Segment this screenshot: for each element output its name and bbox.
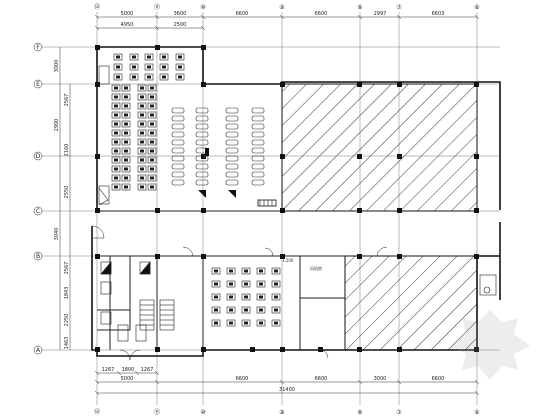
axis-label-left-B: B <box>36 253 40 260</box>
room-label-level: 1.200 <box>282 258 294 263</box>
axis-label-left-A: A <box>36 347 41 354</box>
left-edge-fixtures <box>98 65 110 206</box>
axis-label-bottom-11: ⑪ <box>154 408 160 416</box>
axis-label-bottom-10: ⑩ <box>200 409 205 416</box>
bottom-axis-labels: ⑫ ⑪ ⑩ ⑨ ⑧ ⑦ ⑥ <box>94 408 480 416</box>
dim-left-2: 2567 <box>64 94 70 107</box>
hatched-area-south <box>344 255 478 351</box>
axis-label-bottom-8: ⑧ <box>357 409 362 416</box>
axis-label-top-9: ⑨ <box>279 4 284 11</box>
dim-top-3: 6600 <box>236 11 249 17</box>
axis-label-left-F: F <box>36 44 40 51</box>
axis-label-top-11: ⑪ <box>154 3 160 11</box>
axis-label-left-C: C <box>36 208 40 215</box>
dim-left-4: 2160 <box>64 144 70 157</box>
left-dimension-text: 3000 2567 2900 2160 2550 3040 2567 1843 … <box>54 60 70 350</box>
dim-bottom-1: 5000 <box>121 376 134 382</box>
watermark-emblem <box>450 310 530 380</box>
dim-bottom-sub-2: 1800 <box>122 367 135 373</box>
axis-label-left-E: E <box>36 81 40 88</box>
axis-label-left-D: D <box>36 153 41 160</box>
dim-left-7: 2567 <box>64 262 70 275</box>
dim-top-2: 3600 <box>174 11 187 17</box>
dim-bottom-total: 31400 <box>279 387 295 393</box>
dim-bottom-5: 6600 <box>432 376 445 382</box>
dim-top-sub-2: 2500 <box>174 22 187 28</box>
left-dimension-lines <box>59 47 71 350</box>
axis-label-bottom-6: ⑥ <box>474 409 479 416</box>
axis-label-top-10: ⑩ <box>200 4 205 11</box>
dim-top-6: 6603 <box>432 11 445 17</box>
dim-top-sub-1: 4950 <box>121 22 134 28</box>
axis-label-top-6: ⑥ <box>474 4 479 11</box>
left-axis-labels: F E D C B A <box>33 42 43 355</box>
seating-block-left <box>111 84 157 191</box>
structural-columns <box>95 45 479 352</box>
dim-left-6: 3040 <box>54 228 60 241</box>
dim-bottom-sub-1: 1267 <box>102 367 115 373</box>
bottom-dimension-lines <box>94 370 480 396</box>
dim-top-1: 5000 <box>121 11 134 17</box>
classroom-seats <box>211 267 281 327</box>
dim-top-5: 2997 <box>374 11 387 17</box>
door-swings <box>91 225 388 361</box>
right-side-element <box>479 274 497 296</box>
dim-left-9: 2250 <box>64 314 70 327</box>
dim-left-10: 1463 <box>64 337 70 350</box>
dim-left-3: 2900 <box>54 119 60 132</box>
bottom-dimension-text: 1267 1800 1267 5000 6600 6600 3000 6600 … <box>102 367 445 393</box>
dim-bottom-sub-3: 1267 <box>141 367 154 373</box>
dim-bottom-3: 6600 <box>315 376 328 382</box>
dim-top-4: 6600 <box>315 11 328 17</box>
top-dimension-lines <box>94 14 480 31</box>
seating-block-top <box>113 53 185 81</box>
axis-label-top-8: ⑧ <box>357 4 362 11</box>
axis-label-top-12: ⑫ <box>94 3 100 11</box>
room-label-fan-room: 风机房 <box>310 265 322 271</box>
top-axis-labels: ⑫ ⑪ ⑩ ⑨ ⑧ ⑦ ⑥ <box>94 3 480 11</box>
chair-rows <box>171 107 265 186</box>
dim-left-8: 1843 <box>64 287 70 300</box>
axis-label-bottom-7: ⑦ <box>396 409 402 416</box>
hatched-area-north <box>281 83 478 212</box>
top-dimension-text: 5000 3600 6600 6600 2997 6603 4950 2500 <box>121 11 445 28</box>
axis-label-bottom-9: ⑨ <box>279 409 284 416</box>
dim-bottom-4: 3000 <box>374 376 387 382</box>
stair-and-shafts <box>100 261 175 342</box>
axis-label-top-7: ⑦ <box>396 4 402 11</box>
dim-bottom-2: 6600 <box>236 376 249 382</box>
corner-markers <box>198 148 277 207</box>
dim-left-5: 2550 <box>64 186 70 199</box>
axis-label-bottom-12: ⑫ <box>94 408 100 416</box>
dim-left-1: 3000 <box>54 60 60 73</box>
